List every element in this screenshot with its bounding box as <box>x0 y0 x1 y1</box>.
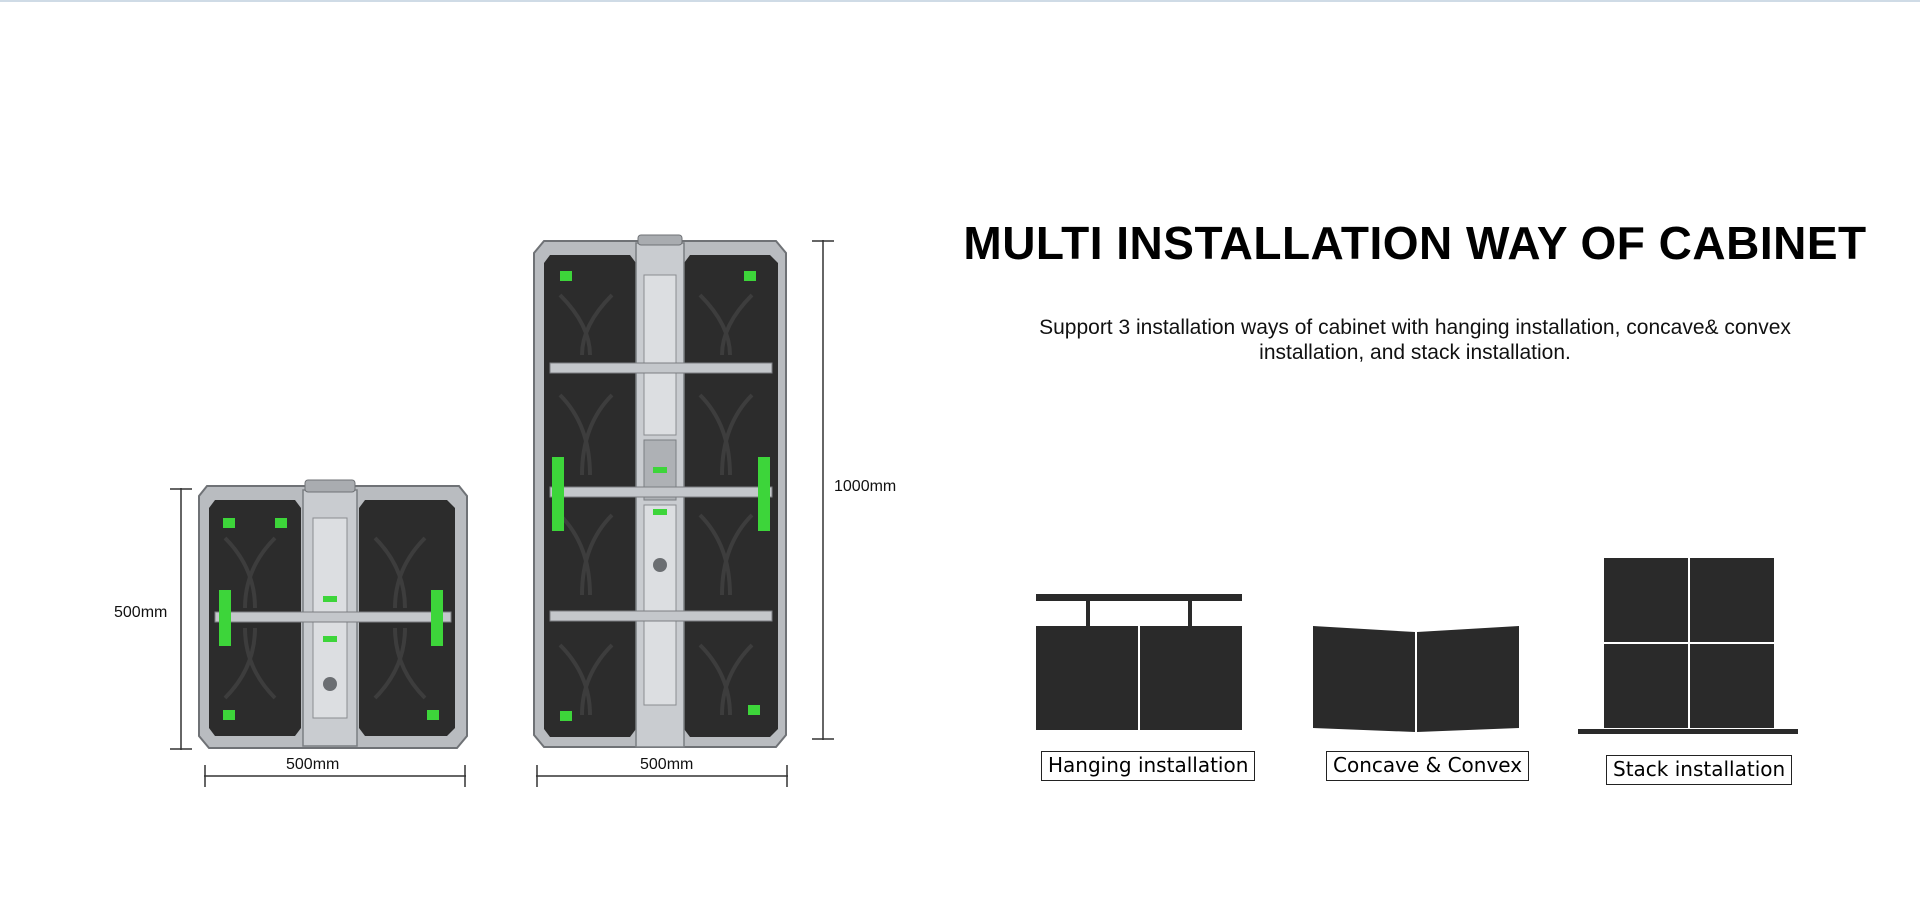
small-cabinet-width-dimension <box>204 765 466 787</box>
hanging-installation-label: Hanging installation <box>1041 751 1256 781</box>
concave-convex-label: Concave & Convex <box>1326 751 1530 781</box>
page-description: Support 3 installation ways of cabinet w… <box>1039 316 1791 364</box>
page-title: MULTI INSTALLATION WAY OF CABINET <box>963 217 1867 269</box>
hanging-installation-diagram <box>1036 594 1242 730</box>
large-cabinet-width-label: 500mm <box>640 756 694 773</box>
small-cabinet-illustration <box>198 479 468 749</box>
top-border-line <box>0 0 1920 2</box>
small-cabinet-width-label: 500mm <box>286 756 340 773</box>
stack-installation-label: Stack installation <box>1606 755 1793 785</box>
concave-convex-diagram <box>1313 626 1519 732</box>
small-cabinet-height-label: 500mm <box>114 604 168 621</box>
small-cabinet-height-dimension <box>170 488 192 750</box>
stack-installation-diagram <box>1578 558 1798 734</box>
large-cabinet-height-dimension <box>812 240 834 740</box>
large-cabinet-illustration <box>533 234 787 748</box>
large-cabinet-width-dimension <box>536 765 788 787</box>
large-cabinet-height-label: 1000mm <box>834 478 897 495</box>
